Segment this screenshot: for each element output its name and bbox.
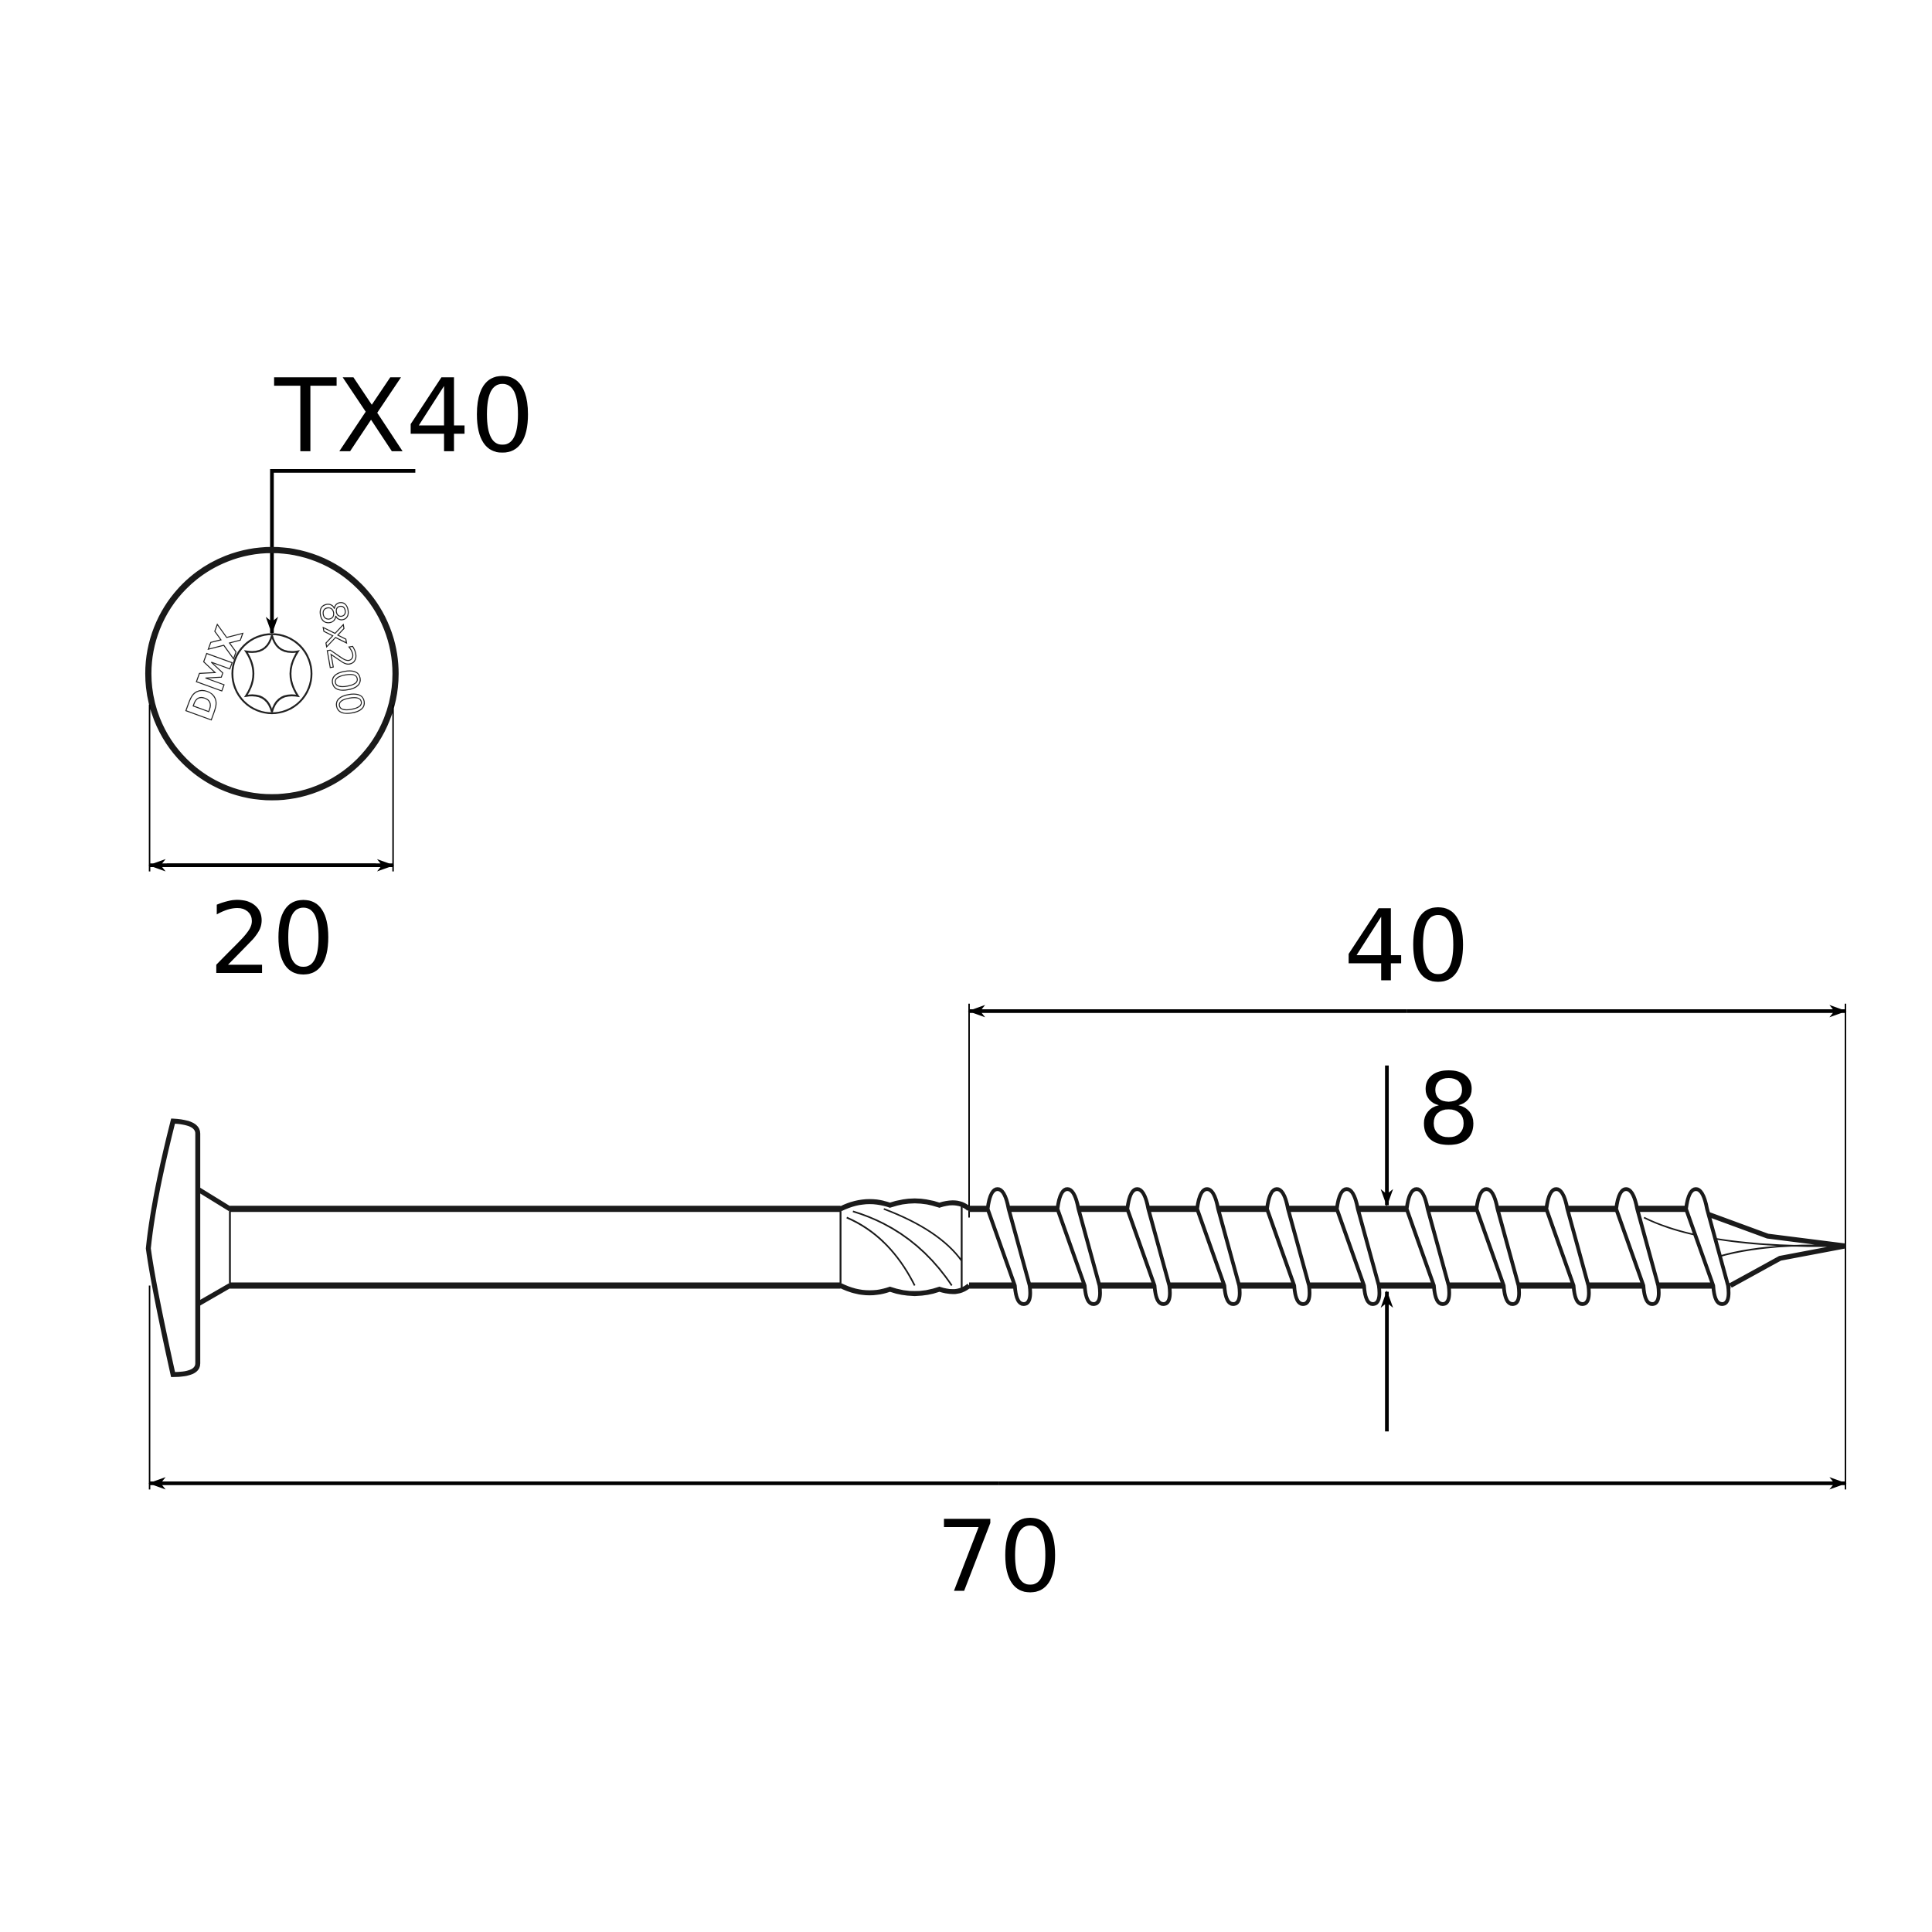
thread-turn — [1684, 1187, 1731, 1306]
thread-length-label: 40 — [1344, 889, 1470, 1004]
head-brand-marking: DMX — [179, 621, 252, 726]
thread-diameter-label: 8 — [1417, 1053, 1480, 1168]
thread-turn — [1544, 1187, 1591, 1306]
total-length-label: 70 — [936, 1500, 1062, 1615]
thread-turn — [1475, 1187, 1522, 1306]
total-length-dimension — [148, 1285, 1847, 1490]
thread-turn — [1614, 1187, 1661, 1306]
head-size-marking: 8x200 — [310, 597, 372, 719]
thread-turn — [1265, 1187, 1311, 1306]
thread-turn — [985, 1187, 1032, 1306]
screw-side-view — [145, 1118, 1846, 1377]
thread-turn — [1195, 1187, 1242, 1306]
screw-head — [145, 1118, 201, 1377]
drive-leader-arrow — [265, 469, 416, 634]
torx-star-icon — [243, 634, 301, 713]
drive-label: TX40 — [274, 357, 535, 475]
screw-threads — [985, 1187, 1731, 1306]
thread-turn — [1335, 1187, 1382, 1306]
torx-recess-icon — [231, 633, 313, 715]
thread-turn — [1125, 1187, 1172, 1306]
thread-turn — [1404, 1187, 1451, 1306]
thread-turn — [1055, 1187, 1102, 1306]
head-diameter-label: 20 — [209, 882, 335, 997]
head-diameter-dimension — [148, 704, 395, 872]
